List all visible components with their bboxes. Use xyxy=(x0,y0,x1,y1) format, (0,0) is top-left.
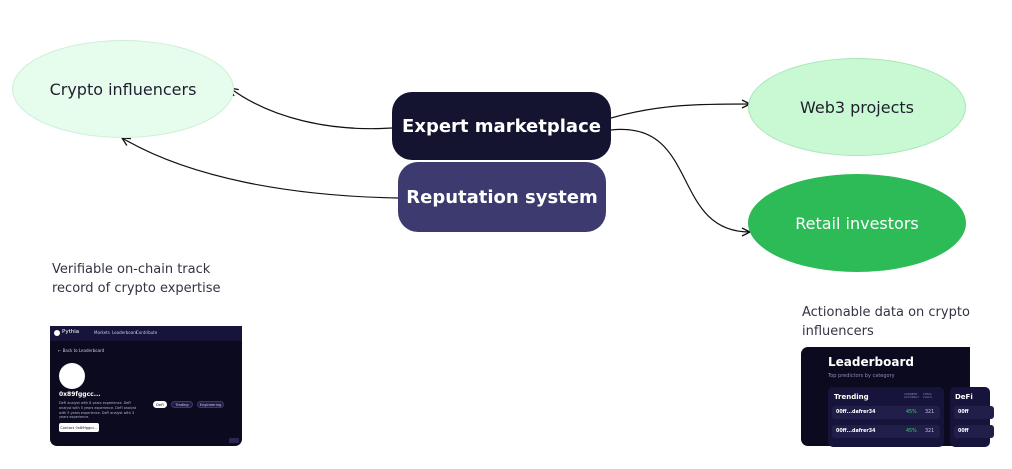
leaderboard-subtitle: Top predictors by category xyxy=(828,373,895,379)
leaderboard-title: Leaderboard xyxy=(828,355,914,369)
node-reputation-system-label: Reputation system xyxy=(406,186,598,208)
row-name: 00ff xyxy=(958,429,969,434)
tag-engineering: Engineering xyxy=(197,401,224,408)
contact-button: Contact 0x89fggcc... xyxy=(59,423,99,432)
col-header-calls: TOTAL CALLS xyxy=(923,392,932,399)
node-expert-marketplace-label: Expert marketplace xyxy=(402,115,601,137)
node-retail-investors: Retail investors xyxy=(748,174,966,272)
tag-defi: DeFi xyxy=(153,401,167,408)
profile-screenshot: Pythia Markets Leaderboard Contribute ← … xyxy=(50,326,242,446)
trending-card: Trending CURRENT ACCURACY TOTAL CALLS 00… xyxy=(828,387,944,447)
table-row: 00ff...dafrer34 45% 321 xyxy=(832,425,940,438)
row-name: 00ff...dafrer34 xyxy=(836,429,876,434)
row-name: 00ff...dafrer34 xyxy=(836,410,876,415)
table-row: 00ff xyxy=(954,425,994,438)
caption-track-record: Verifiable on-chain track record of cryp… xyxy=(52,262,221,296)
row-percent: 45% xyxy=(906,429,917,434)
avatar xyxy=(59,363,85,389)
profile-bio: DeFi analyst with 8 years experience. De… xyxy=(59,401,137,420)
col-header-accuracy: CURRENT ACCURACY xyxy=(904,392,920,399)
row-count: 321 xyxy=(925,429,935,434)
node-crypto-influencers: Crypto influencers xyxy=(12,40,234,138)
defi-card-title: DeFi xyxy=(955,393,973,401)
row-percent: 45% xyxy=(906,410,917,415)
corner-badge xyxy=(229,438,239,443)
row-name: 00ff xyxy=(958,410,969,415)
table-row: 00ff...dafrer34 45% 321 xyxy=(832,406,940,419)
node-web3-projects: Web3 projects xyxy=(748,58,966,156)
table-row: 00ff xyxy=(954,406,994,419)
trending-card-title: Trending xyxy=(834,393,869,401)
profile-handle: 0x89fggcc... xyxy=(59,391,101,398)
back-link: ← Back to Leaderboard xyxy=(58,348,105,353)
pythia-logo-icon xyxy=(54,330,60,336)
node-retail-investors-label: Retail investors xyxy=(795,213,919,233)
node-reputation-system: Reputation system xyxy=(398,162,606,232)
nav-markets: Markets xyxy=(94,330,110,335)
nav-contribute: Contribute xyxy=(136,330,158,335)
node-expert-marketplace: Expert marketplace xyxy=(392,92,611,160)
arrow-rep-to-crypto-influencers xyxy=(122,138,399,199)
pythia-logo-text: Pythia xyxy=(62,329,80,335)
caption-actionable-data: Actionable data on crypto influencers xyxy=(802,305,970,339)
leaderboard-screenshot: Leaderboard Top predictors by category T… xyxy=(801,347,994,447)
profile-navbar: Pythia Markets Leaderboard Contribute xyxy=(50,326,242,341)
node-crypto-influencers-label: Crypto influencers xyxy=(49,79,197,99)
nav-leaderboard: Leaderboard xyxy=(112,330,138,335)
defi-card: DeFi 00ff 00ff xyxy=(950,387,994,447)
arrow-to-crypto-influencers xyxy=(230,88,393,130)
node-web3-projects-label: Web3 projects xyxy=(799,97,914,117)
arrow-to-retail-investors xyxy=(610,128,750,232)
row-count: 321 xyxy=(925,410,935,415)
arrow-to-web3-projects xyxy=(610,104,750,119)
tag-trading: Trading xyxy=(171,401,193,408)
